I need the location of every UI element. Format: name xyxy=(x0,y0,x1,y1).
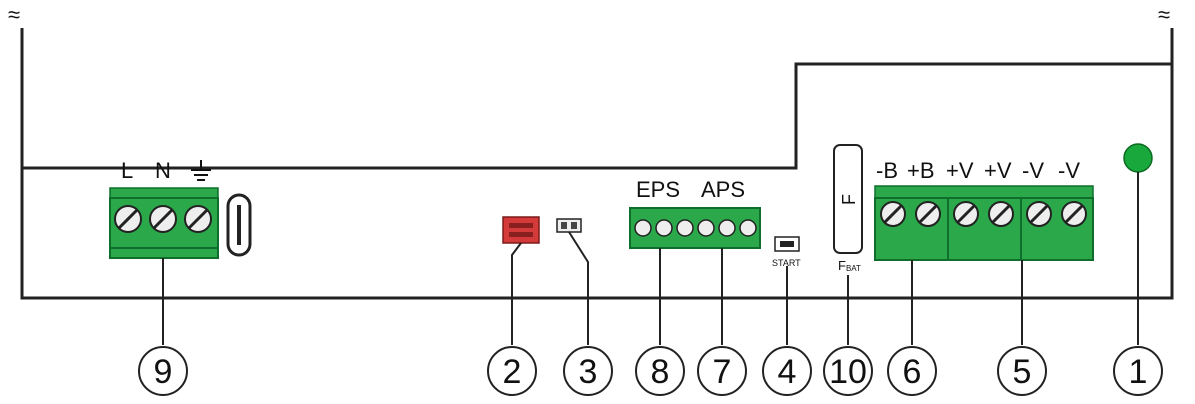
leader-lines xyxy=(162,172,1139,345)
battery-fuse: F FBAT xyxy=(833,144,863,273)
earth-ground-icon xyxy=(191,160,211,181)
callout-2: 2 xyxy=(487,346,537,396)
fbat-caption: FBAT xyxy=(838,258,861,273)
screw-icon xyxy=(676,219,694,237)
screw-icon xyxy=(114,205,142,233)
svg-text:5: 5 xyxy=(1013,353,1032,391)
terminal-label-minus-v: -V xyxy=(1022,158,1044,183)
mains-label-n: N xyxy=(155,158,171,183)
screw-icon xyxy=(697,219,715,237)
terminal-label-minus-v: -V xyxy=(1058,158,1080,183)
screw-icon xyxy=(655,219,673,237)
break-mark-right: ≈ xyxy=(1158,2,1170,27)
callout-10: 10 xyxy=(823,346,873,396)
callout-3: 3 xyxy=(563,346,613,396)
callout-8: 8 xyxy=(635,346,685,396)
terminal-label-plus-v: +V xyxy=(946,158,974,183)
svg-text:6: 6 xyxy=(903,353,922,391)
screw-icon xyxy=(1061,201,1087,227)
terminal-label-plus-v: +V xyxy=(984,158,1012,183)
terminal-label-plus-b: +B xyxy=(907,158,935,183)
start-label: START xyxy=(772,258,801,268)
pcb-edge xyxy=(22,62,1172,170)
callout-7: 7 xyxy=(697,346,747,396)
signal-terminal: EPS APS xyxy=(629,177,761,249)
screw-icon xyxy=(953,201,979,227)
screw-icon xyxy=(880,201,906,227)
screw-icon xyxy=(739,219,757,237)
screw-icon xyxy=(718,219,736,237)
svg-text:10: 10 xyxy=(829,353,867,391)
red-connector xyxy=(502,216,540,244)
break-mark-left: ≈ xyxy=(8,2,20,27)
svg-text:1: 1 xyxy=(1129,353,1148,391)
svg-text:9: 9 xyxy=(154,353,173,391)
screw-icon xyxy=(915,201,941,227)
screw-icon xyxy=(988,201,1014,227)
callout-9: 9 xyxy=(138,346,188,396)
screw-icon xyxy=(149,205,177,233)
status-led xyxy=(1123,143,1153,173)
terminal-label-minus-b: -B xyxy=(876,158,898,183)
callout-6: 6 xyxy=(887,346,937,396)
svg-text:7: 7 xyxy=(713,353,732,391)
eps-label: EPS xyxy=(636,177,680,202)
output-terminal: -B +B +V +V -V -V xyxy=(874,158,1094,261)
aps-label: APS xyxy=(701,177,745,202)
callout-5: 5 xyxy=(997,346,1047,396)
enclosure-outline xyxy=(20,28,1174,300)
callout-1: 1 xyxy=(1113,346,1163,396)
fuse-label: F xyxy=(839,194,859,205)
screw-icon xyxy=(634,219,652,237)
mains-label-l: L xyxy=(121,158,133,183)
screw-icon xyxy=(184,205,212,233)
svg-text:8: 8 xyxy=(651,353,670,391)
svg-text:4: 4 xyxy=(778,353,797,391)
callout-4: 4 xyxy=(762,346,812,396)
mains-terminal: L N xyxy=(109,158,252,259)
svg-text:3: 3 xyxy=(579,353,598,391)
screw-icon xyxy=(1026,201,1052,227)
jumper xyxy=(556,218,582,233)
start-button: START xyxy=(772,236,801,268)
svg-text:2: 2 xyxy=(503,353,522,391)
